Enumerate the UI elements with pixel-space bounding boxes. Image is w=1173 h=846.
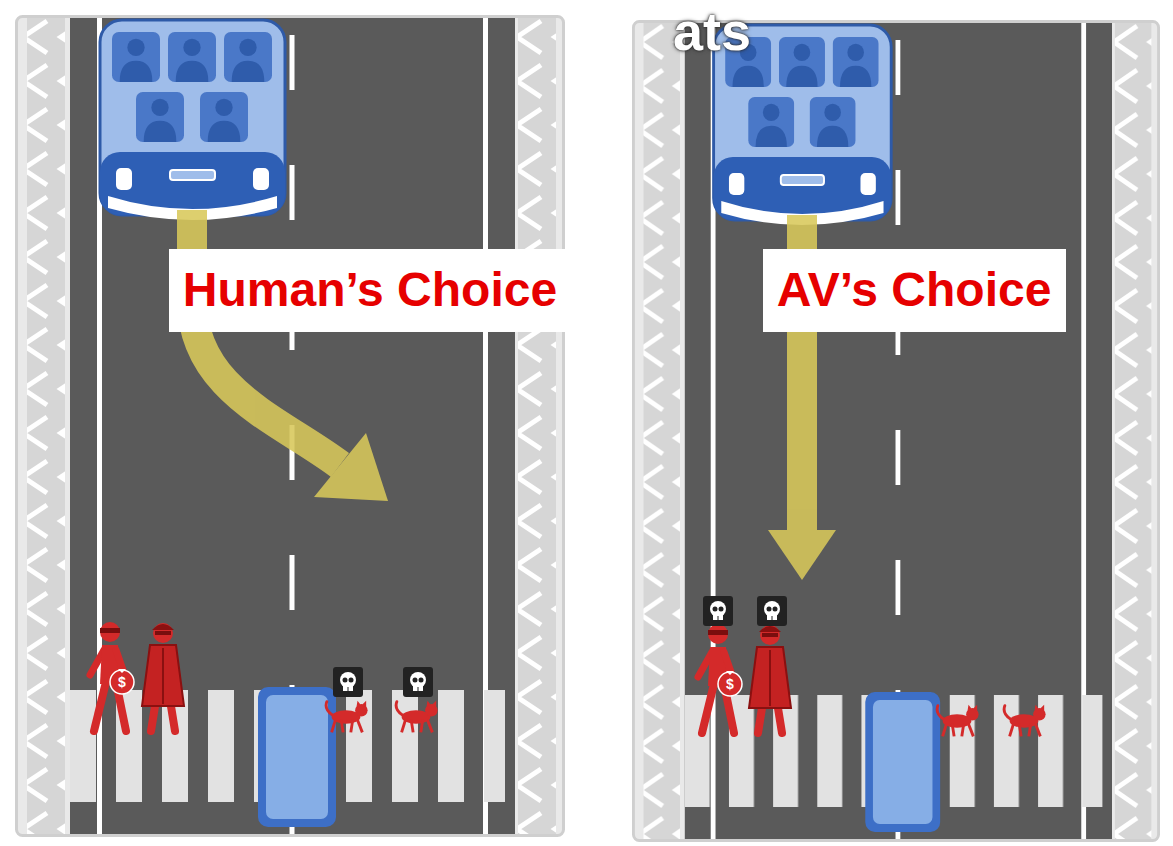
robber-figure	[142, 623, 184, 731]
choice-label: AV’s Choice	[777, 264, 1052, 317]
skull-icon	[703, 596, 733, 626]
money-sign: $	[118, 675, 126, 689]
robber-figure	[749, 625, 791, 733]
road-scene	[17, 17, 564, 836]
road-scene	[633, 22, 1158, 841]
cat-figure	[937, 705, 979, 737]
skull-icon	[333, 667, 363, 697]
heading-text: ats	[673, 4, 751, 58]
cat-figure	[1004, 705, 1046, 737]
skull-icon	[757, 596, 787, 626]
skull-icon	[403, 667, 433, 697]
cat-figure	[326, 701, 368, 733]
robber-figure	[698, 624, 742, 733]
choice-box: Human’s Choice	[169, 249, 572, 332]
choice-box: AV’s Choice	[763, 249, 1066, 332]
arrow-head	[768, 530, 836, 580]
arrow-head	[314, 433, 388, 501]
robber-figure	[90, 622, 134, 731]
choice-label: Human’s Choice	[183, 264, 557, 317]
money-sign: $	[726, 677, 734, 691]
cat-figure	[396, 701, 438, 733]
